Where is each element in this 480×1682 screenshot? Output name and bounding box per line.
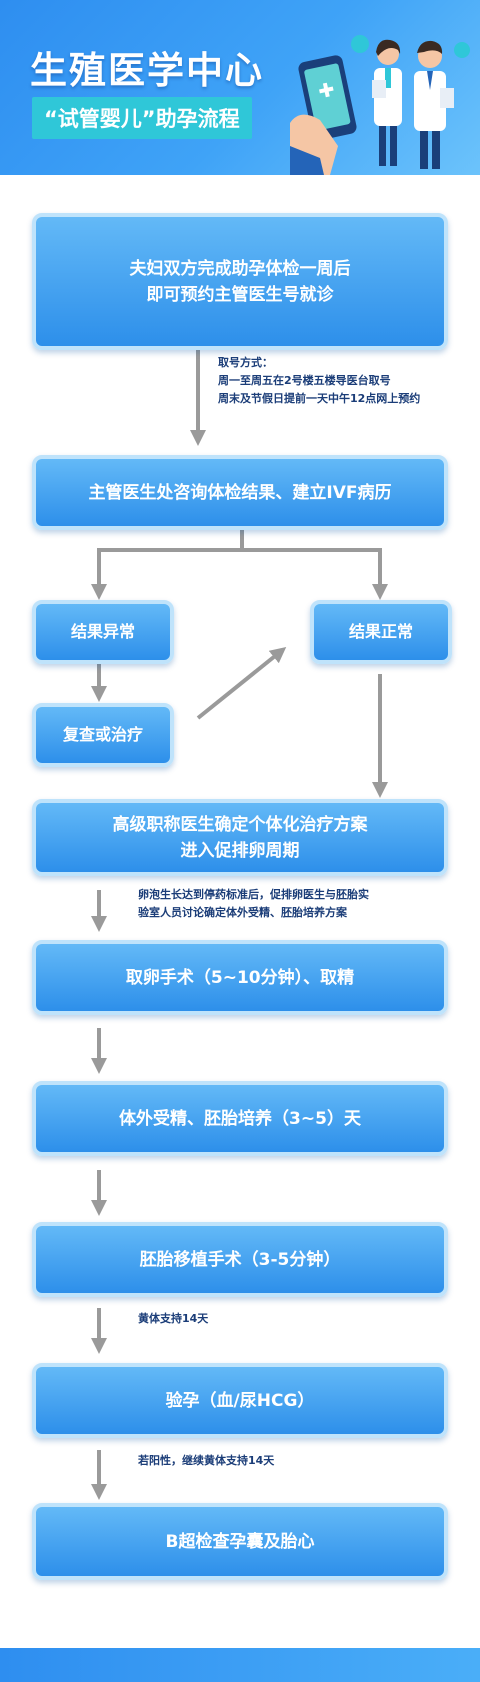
note-4-text: 若阳性，继续黄体支持14天 (138, 1454, 275, 1467)
step-3-line-2: 进入促排卵周期 (180, 840, 300, 861)
step-box-2: 主管医生处咨询体检结果、建立IVF病历 (32, 455, 448, 530)
step-6-label: 胚胎移植手术（3-5分钟） (139, 1249, 341, 1270)
recheck-label: 复查或治疗 (62, 725, 143, 744)
step-7-label: 验孕（血/尿HCG） (165, 1390, 315, 1411)
step-box-3: 高级职称医生确定个体化治疗方案 进入促排卵周期 (32, 799, 448, 876)
step-box-8: B超检查孕囊及胎心 (32, 1503, 448, 1580)
step-box-7: 验孕（血/尿HCG） (32, 1363, 448, 1438)
step-box-1: 夫妇双方完成助孕体检一周后 即可预约主管医生号就诊 (32, 213, 448, 350)
note-1-line-3: 周末及节假日提前一天中午12点网上预约 (218, 392, 421, 405)
step-1-line-2: 即可预约主管医生号就诊 (146, 284, 334, 305)
note-2-line-1: 卵泡生长达到停药标准后，促排卵医生与胚胎实 (138, 888, 369, 901)
step-3-line-1: 高级职称医生确定个体化治疗方案 (112, 814, 368, 835)
page-subtitle: “试管婴儿”助孕流程 (32, 97, 252, 139)
result-abnormal-box: 结果异常 (32, 600, 174, 664)
page-title: 生殖医学中心 (30, 49, 264, 92)
female-doctor-icon (372, 39, 402, 166)
note-ovulation: 卵泡生长达到停药标准后，促排卵医生与胚胎实 验室人员讨论确定体外受精、胚胎培养方… (138, 886, 369, 922)
male-doctor-icon (414, 40, 454, 169)
result-abnormal-label: 结果异常 (70, 622, 135, 641)
step-box-5: 体外受精、胚胎培养（3~5）天 (32, 1081, 448, 1156)
note-positive: 若阳性，继续黄体支持14天 (138, 1452, 274, 1470)
doctor-phone-illustration (290, 35, 470, 175)
note-registration: 取号方式： 周一至周五在2号楼五楼导医台取号 周末及节假日提前一天中午12点网上… (218, 354, 420, 408)
note-1-line-2: 周一至周五在2号楼五楼导医台取号 (218, 374, 391, 387)
note-luteal: 黄体支持14天 (138, 1310, 208, 1328)
arrow-recheck-normal (196, 646, 287, 720)
note-3-text: 黄体支持14天 (138, 1312, 209, 1325)
recheck-box: 复查或治疗 (32, 703, 174, 767)
step-box-6: 胚胎移植手术（3-5分钟） (32, 1222, 448, 1297)
note-1-line-1: 取号方式： (218, 356, 273, 369)
result-normal-box: 结果正常 (310, 600, 452, 664)
note-2-line-2: 验室人员讨论确定体外受精、胚胎培养方案 (138, 906, 347, 919)
result-normal-label: 结果正常 (348, 622, 413, 641)
step-4-label: 取卵手术（5~10分钟）、取精 (125, 967, 355, 988)
step-1-line-1: 夫妇双方完成助孕体检一周后 (129, 258, 351, 279)
step-5-label: 体外受精、胚胎培养（3~5）天 (119, 1108, 361, 1129)
footer-bar (0, 1648, 480, 1682)
step-2-label: 主管医生处咨询体检结果、建立IVF病历 (88, 482, 392, 503)
chat-bubble-icon (351, 35, 369, 53)
step-box-4: 取卵手术（5~10分钟）、取精 (32, 940, 448, 1015)
header-banner: 生殖医学中心 “试管婴儿”助孕流程 (0, 0, 480, 175)
step-8-label: B超检查孕囊及胎心 (165, 1531, 315, 1552)
